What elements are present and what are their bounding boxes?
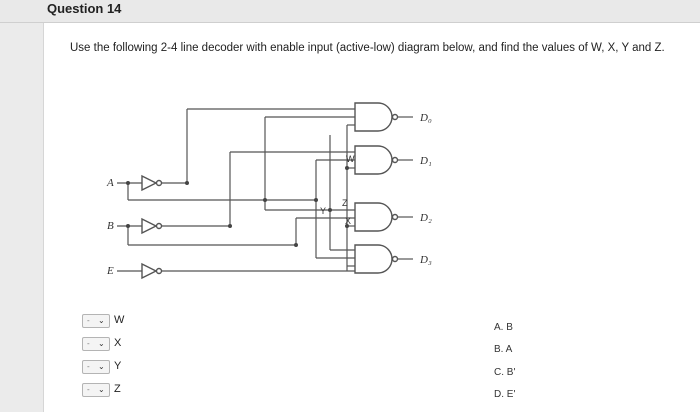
junction [228,224,232,228]
tag-x: X [345,216,351,226]
select-label-y: Y [114,360,122,372]
junction [126,181,130,185]
option-a: A. B [494,322,513,333]
question-header: Question 14 [0,0,700,23]
option-c: C. B' [494,367,516,378]
output-bubble-d3 [391,255,399,263]
chevron-down-icon: ⌄ [98,316,105,325]
junction [328,208,332,212]
output-bubble-d2 [391,213,399,221]
input-label-a: A [106,177,114,189]
output-bubble-d0 [391,113,399,121]
select-z[interactable]: - ⌄ [82,383,110,397]
option-b: B. A [494,344,513,355]
inverter-a [141,174,158,192]
junction [126,224,130,228]
junction [345,224,349,228]
inverter-e-bubble [155,267,163,275]
chevron-down-icon: ⌄ [98,362,105,371]
and-gate-d0 [354,102,393,132]
chevron-down-icon: ⌄ [98,385,105,394]
output-label-d0: D₀ [419,112,432,124]
select-label-z: Z [114,383,121,395]
inverter-b-bubble [155,222,163,230]
tag-w: W [346,154,355,164]
select-label-w: W [114,314,125,326]
option-d: D. E' [494,389,516,400]
output-bubble-d1 [391,156,399,164]
tag-y: Y [320,206,326,216]
output-label-d2: D₂ [419,212,432,224]
tag-z: Z [342,198,348,208]
junction [314,198,318,202]
and-gate-d3 [354,244,393,274]
output-label-d1: D₁ [419,155,432,167]
input-label-b: B [107,220,114,232]
select-w[interactable]: - ⌄ [82,314,110,328]
chevron-down-icon: ⌄ [98,339,105,348]
question-prompt: Use the following 2-4 line decoder with … [70,42,665,54]
and-gate-d2 [354,202,393,232]
select-y[interactable]: - ⌄ [82,360,110,374]
output-label-d3: D₃ [419,254,432,266]
junction [263,198,267,202]
and-gate-d1 [354,145,393,175]
input-label-e: E [106,265,114,277]
junction [294,243,298,247]
inverter-b [141,217,158,235]
inverter-a-bubble [155,179,163,187]
select-x[interactable]: - ⌄ [82,337,110,351]
junction [185,181,189,185]
junction [345,166,349,170]
select-label-x: X [114,337,122,349]
question-title: Question 14 [47,1,122,16]
inverter-e [141,262,158,280]
